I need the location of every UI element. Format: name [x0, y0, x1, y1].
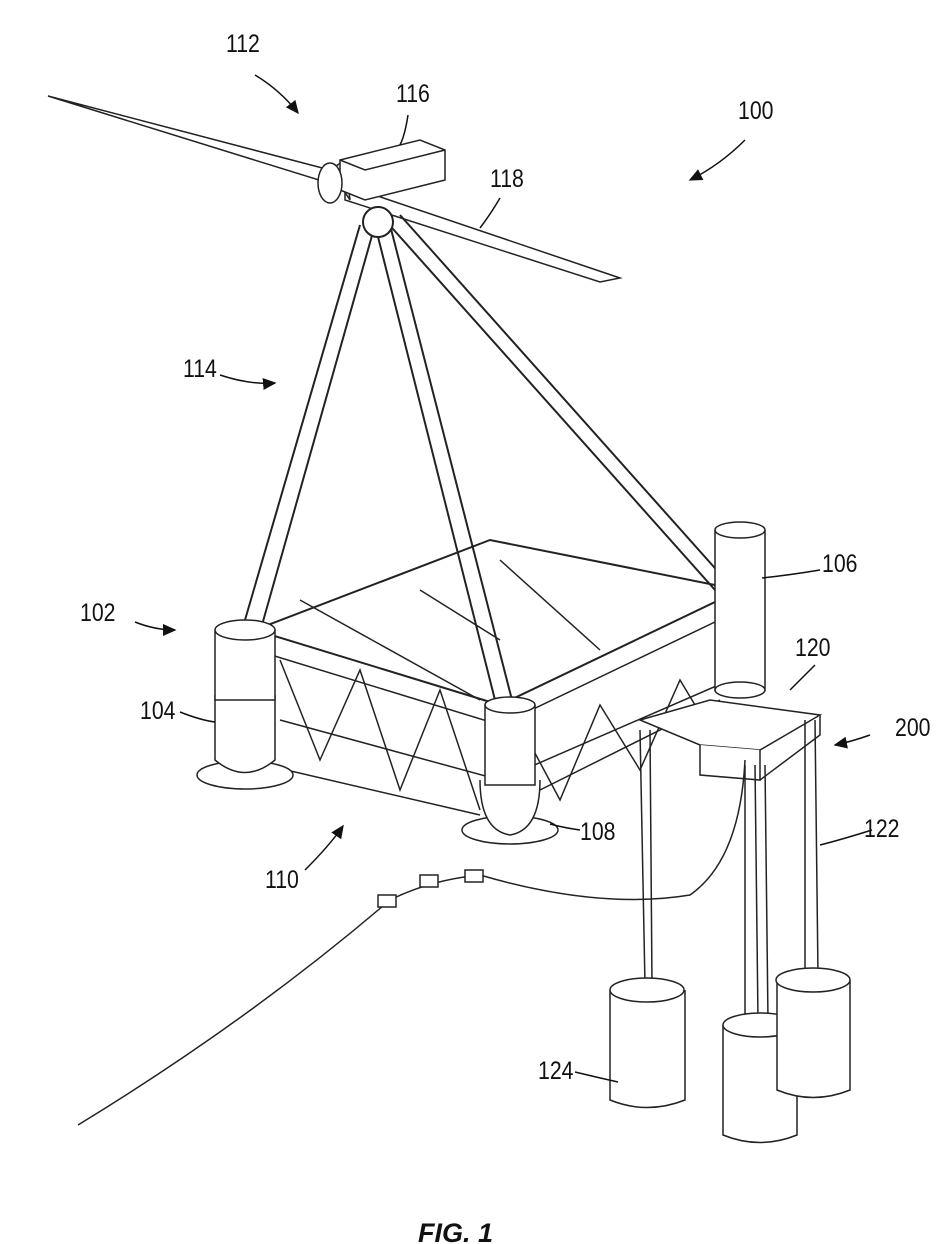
anchor-weights	[610, 968, 850, 1143]
figure-caption: FIG. 1	[418, 1218, 493, 1244]
ref-106: 106	[822, 550, 857, 579]
ref-112: 112	[226, 30, 260, 59]
ref-122: 122	[864, 815, 899, 844]
ref-120: 120	[795, 634, 830, 663]
ref-124: 124	[538, 1057, 573, 1086]
ref-200: 200	[895, 714, 930, 743]
ref-102: 102	[80, 599, 115, 628]
tower-legs	[245, 207, 730, 700]
ref-118: 118	[490, 165, 524, 194]
ref-108: 108	[580, 818, 615, 847]
ref-104: 104	[140, 697, 175, 726]
keel-frame	[640, 700, 820, 780]
ref-110: 110	[265, 866, 299, 895]
ref-116: 116	[396, 80, 430, 109]
nacelle	[318, 140, 445, 203]
column-106	[715, 522, 765, 698]
ref-100: 100	[738, 97, 773, 126]
ref-114: 114	[183, 355, 217, 384]
column-104	[197, 620, 293, 789]
